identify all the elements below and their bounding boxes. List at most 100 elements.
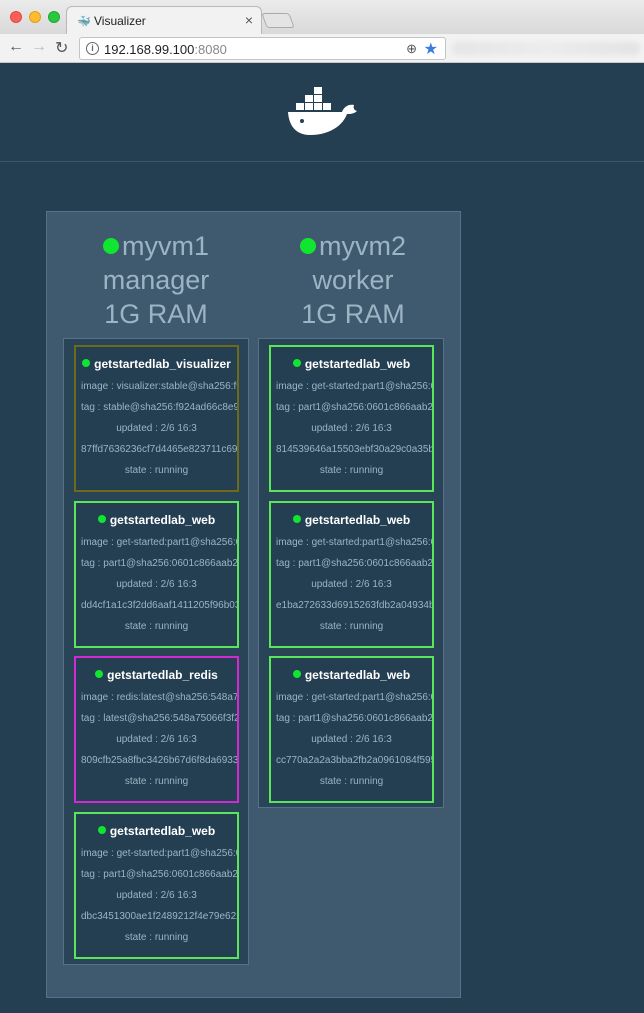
container-updated: updated : 2/6 16:3 — [311, 578, 392, 590]
container-name: getstartedlab_web — [304, 668, 411, 682]
container-title: getstartedlab_web — [271, 668, 432, 682]
container-image: image : visualizer:stable@sha256:f924adc — [81, 381, 237, 392]
docker-favicon-icon: 🐳 — [77, 16, 91, 28]
container-image: image : redis:latest@sha256:548a750 — [81, 692, 239, 703]
container-updated: updated : 2/6 16:3 — [116, 578, 197, 590]
container-updated: updated : 2/6 16:3 — [116, 889, 197, 901]
running-status-dot-icon — [292, 514, 301, 523]
container-tag: tag : stable@sha256:f924ad66c8e94b — [81, 402, 239, 413]
node-ram: 1G RAM — [301, 299, 405, 329]
node-role: worker — [312, 265, 394, 295]
swarm-cluster: myvm1 manager 1G RAM getstartedlab_visualiz… — [46, 211, 461, 998]
node-ram: 1G RAM — [104, 299, 208, 329]
bookmark-star-icon[interactable]: ★ — [423, 41, 438, 58]
container-image: image : get-started:part1@sha256:06 — [276, 536, 434, 548]
container-name: getstartedlab_web — [304, 357, 411, 371]
extensions-area — [452, 42, 640, 55]
page-header — [0, 63, 644, 162]
node-name: myvm1 — [122, 231, 209, 261]
container-title: getstartedlab_web — [271, 357, 432, 371]
zoom-icon[interactable]: ⊕ — [406, 41, 417, 56]
container-title: getstartedlab_redis — [76, 668, 237, 682]
container-updated: updated : 2/6 16:3 — [116, 734, 197, 745]
container-name: getstartedlab_web — [109, 823, 216, 838]
container-name: getstartedlab_redis — [107, 668, 218, 682]
node-name: myvm2 — [319, 231, 406, 261]
container-id: cc770a2a2a3bba2fb2a0961084f595 — [276, 755, 434, 766]
container-image: image : get-started:part1@sha256:06 — [276, 692, 434, 703]
container-title: getstartedlab_visualizer — [76, 357, 237, 371]
container-id: 814539646a15503ebf30a29c0a35b8 — [276, 444, 434, 455]
close-tab-icon[interactable]: × — [244, 12, 253, 28]
container-state: state : running — [124, 465, 189, 476]
container-id: e1ba272633d6915263fdb2a04934b1 — [276, 599, 434, 611]
node-status-dot-icon — [103, 238, 119, 254]
container-image: image : get-started:part1@sha256:06 — [276, 381, 434, 392]
container-name: getstartedlab_visualizer — [94, 357, 231, 371]
new-tab-button[interactable] — [261, 13, 295, 28]
container-state: state : running — [124, 776, 189, 787]
minimize-window-button[interactable] — [29, 11, 41, 23]
maximize-window-button[interactable] — [48, 11, 60, 23]
container-state: state : running — [319, 620, 384, 632]
close-window-button[interactable] — [10, 11, 22, 23]
docker-whale-logo-icon — [288, 87, 357, 135]
container-tag: tag : part1@sha256:0601c866aab2ad — [276, 557, 434, 569]
running-status-dot-icon — [97, 514, 106, 523]
container-tag: tag : part1@sha256:0601c866aab2ad — [276, 402, 434, 413]
node-status-dot-icon — [300, 238, 316, 254]
node-role: manager — [102, 265, 210, 295]
container-title: getstartedlab_web — [76, 824, 237, 838]
container-state: state : running — [124, 620, 189, 632]
container-tag: tag : part1@sha256:0601c866aab2ad — [81, 557, 239, 569]
running-status-dot-icon — [82, 359, 91, 367]
forward-arrow-icon[interactable]: → — [31, 38, 47, 55]
container-updated: updated : 2/6 16:3 — [311, 734, 392, 745]
browser-toolbar: ← → ↻ i 192.168.99.100:8080 ⊕ ★ — [0, 34, 644, 63]
container-tag: tag : part1@sha256:0601c866aab2ad — [276, 713, 434, 724]
container-name: getstartedlab_web — [109, 512, 216, 527]
tab-title: Visualizer — [94, 14, 146, 28]
container-tag: tag : latest@sha256:548a75066f3f28 — [81, 713, 239, 724]
container-state: state : running — [124, 931, 189, 943]
back-arrow-icon[interactable]: ← — [8, 38, 24, 55]
node-header: myvm2 worker 1G RAM — [253, 212, 453, 331]
node-0: myvm1 manager 1G RAM getstartedlab_visualiz… — [56, 212, 256, 965]
container-id: 809cfb25a8fbc3426b67d6f8da693366 — [81, 755, 239, 766]
running-status-dot-icon — [95, 670, 104, 678]
container-state: state : running — [319, 776, 384, 787]
container-state: state : running — [319, 465, 384, 476]
container-id: dbc3451300ae1f2489212f4e79e6222 — [81, 910, 239, 922]
running-status-dot-icon — [292, 670, 301, 678]
container-updated: updated : 2/6 16:3 — [311, 423, 392, 434]
node-header: myvm1 manager 1G RAM — [56, 212, 256, 331]
container-title: getstartedlab_web — [271, 513, 432, 527]
visualizer-page: myvm1 manager 1G RAM getstartedlab_visualiz… — [0, 63, 644, 1013]
container-tag: tag : part1@sha256:0601c866aab2ad — [81, 868, 239, 880]
container-image: image : get-started:part1@sha256:06 — [81, 536, 239, 548]
url-text[interactable]: 192.168.99.100:8080 — [104, 42, 227, 57]
container-title: getstartedlab_web — [76, 513, 237, 527]
address-bar[interactable]: i 192.168.99.100:8080 ⊕ ★ — [79, 37, 446, 60]
running-status-dot-icon — [292, 359, 301, 367]
reload-icon[interactable]: ↻ — [55, 40, 69, 57]
container-id: 87ffd7636236cf7d4465e823711c6922 — [81, 444, 239, 455]
browser-tab[interactable]: 🐳 Visualizer × — [66, 6, 262, 34]
container-id: dd4cf1a1c3f2dd6aaf1411205f96b032 — [81, 599, 239, 611]
running-status-dot-icon — [97, 825, 106, 834]
container-name: getstartedlab_web — [304, 512, 411, 527]
browser-titlebar: 🐳 Visualizer × — [0, 0, 644, 34]
info-icon[interactable]: i — [86, 42, 99, 55]
container-image: image : get-started:part1@sha256:06 — [81, 847, 239, 859]
container-updated: updated : 2/6 16:3 — [116, 423, 197, 434]
